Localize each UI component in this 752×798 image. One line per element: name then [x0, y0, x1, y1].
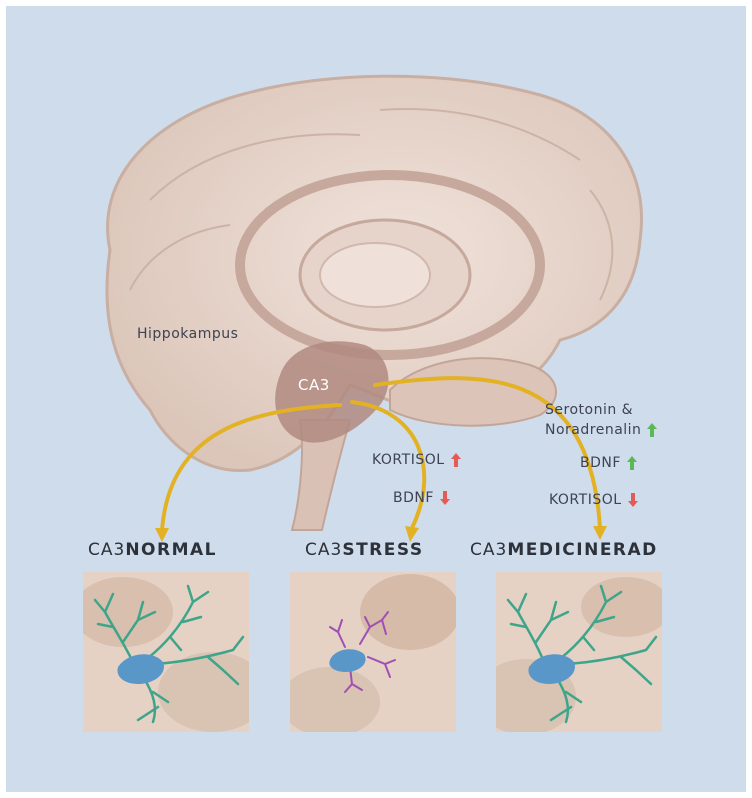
panel-prefix: CA3	[88, 540, 125, 560]
inner-core	[320, 243, 430, 307]
panel-prefix: CA3	[305, 540, 342, 560]
noradrenalin-text: Noradrenalin	[545, 422, 641, 438]
panel-title-medicinerad: CA3MEDICINERAD	[470, 540, 658, 560]
stress-bdnf-label: BDNF	[393, 490, 450, 506]
neuron-panel-medicinerad	[496, 572, 662, 732]
neuron-stress	[290, 572, 456, 732]
decrease-arrow-icon	[628, 493, 638, 507]
stress-kortisol-text: KORTISOL	[372, 452, 445, 468]
stress-kortisol-label: KORTISOL	[372, 452, 461, 468]
increase-arrow-icon	[451, 453, 461, 467]
neuron-panel-normal	[83, 572, 249, 732]
stress-bdnf-text: BDNF	[393, 490, 434, 506]
noradrenalin-label: Noradrenalin	[545, 422, 657, 438]
medicine-bdnf-text: BDNF	[580, 455, 621, 471]
ca3-region-label: CA3	[298, 376, 330, 394]
panel-prefix: CA3	[470, 540, 507, 560]
medicine-kortisol-label: KORTISOL	[549, 492, 638, 508]
panel-name: STRESS	[342, 540, 423, 560]
decrease-arrow-icon	[440, 491, 450, 505]
hippocampus-label: Hippokampus	[137, 326, 238, 342]
serotonin-label: Serotonin &	[545, 402, 633, 418]
panel-name: MEDICINERAD	[507, 540, 657, 560]
arrowhead-medicinerad	[593, 526, 607, 540]
neuron-medicinerad	[496, 572, 662, 732]
increase-arrow-icon	[647, 423, 657, 437]
increase-arrow-icon	[627, 456, 637, 470]
panel-name: NORMAL	[125, 540, 217, 560]
neuron-panel-stress	[290, 572, 456, 732]
medicine-kortisol-text: KORTISOL	[549, 492, 622, 508]
panel-title-stress: CA3STRESS	[305, 540, 424, 560]
medicine-bdnf-label: BDNF	[580, 455, 637, 471]
panel-title-normal: CA3NORMAL	[88, 540, 217, 560]
neuron-normal	[83, 572, 249, 732]
